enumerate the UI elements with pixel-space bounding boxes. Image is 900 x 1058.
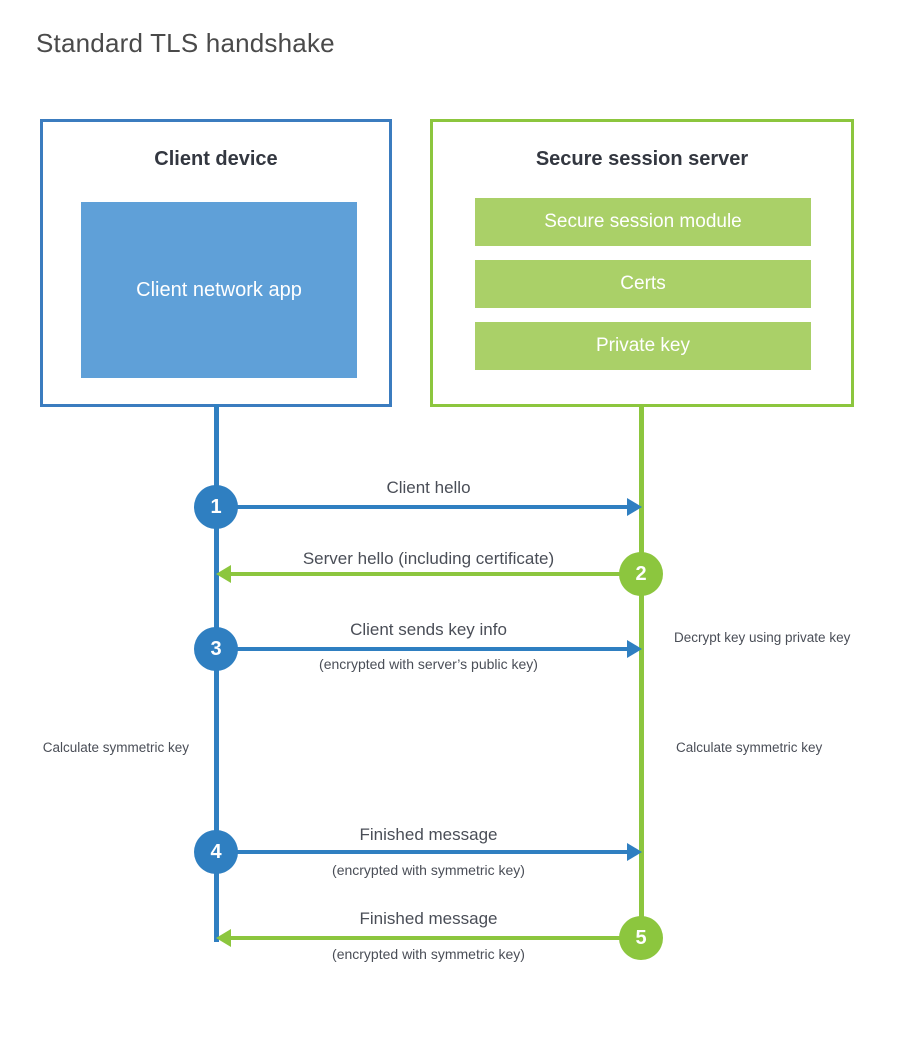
step-2-arrow-line [231,572,641,576]
step-5-arrow-line [231,936,641,940]
step-3-sublabel: (encrypted with server’s public key) [319,656,538,672]
client-network-app-block: Client network app [81,202,357,378]
server-lifeline [639,404,644,941]
step-1-arrow-head-icon [627,498,642,516]
step-marker-4[interactable]: 4 [194,830,238,874]
server-item-certs: Certs [475,260,811,308]
step-1-label: Client hello [386,478,471,497]
step-4-arrow-head-icon [627,843,642,861]
client-device-title: Client device [154,148,278,170]
step-3-arrow-head-icon [627,640,642,658]
step-5-label: Finished message [359,909,498,928]
secure-session-server-box: Secure session server Secure session mod… [430,119,854,407]
secure-session-server-title: Secure session server [535,148,749,170]
page-title: Standard TLS handshake [36,28,335,58]
step-marker-2[interactable]: 2 [619,552,663,596]
step-4-label: Finished message [359,825,498,844]
step-marker-1[interactable]: 1 [194,485,238,529]
server-component-stack: Secure session module Certs Private key [475,198,811,370]
step-marker-5[interactable]: 5 [619,916,663,960]
server-item-private-key: Private key [475,322,811,370]
step-1-arrow-line [216,505,627,509]
server-item-secure-session-module: Secure session module [475,198,811,246]
note-decrypt-key: Decrypt key using private key [674,630,851,645]
step-4-sublabel: (encrypted with symmetric key) [332,862,525,878]
client-device-box: Client device Client network app [40,119,392,407]
step-2-label: Server hello (including certificate) [302,549,555,568]
step-marker-3[interactable]: 3 [194,627,238,671]
step-5-sublabel: (encrypted with symmetric key) [332,946,525,962]
step-3-arrow-line [216,647,627,651]
note-server-calculate-symmetric-key: Calculate symmetric key [676,740,823,755]
step-5-arrow-head-icon [216,929,231,947]
client-lifeline [214,404,219,942]
step-4-arrow-line [216,850,627,854]
note-client-calculate-symmetric-key: Calculate symmetric key [42,740,189,755]
step-2-arrow-head-icon [216,565,231,583]
step-3-label: Client sends key info [350,620,507,639]
